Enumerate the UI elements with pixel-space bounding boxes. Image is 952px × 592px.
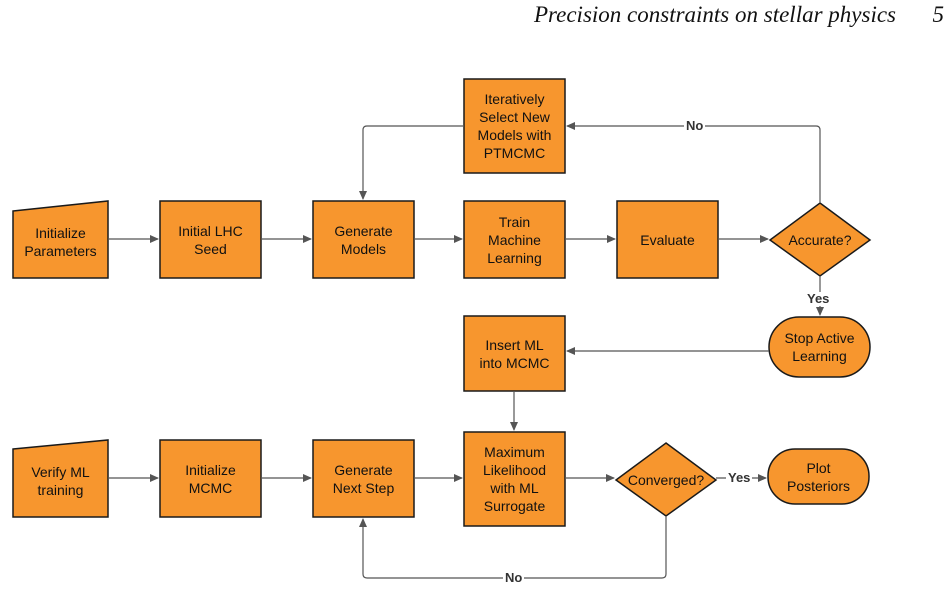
node-plot-post-shape: [767, 448, 870, 505]
edge-label-converged-yes: Yes: [726, 470, 753, 485]
node-gen-next-shape: [312, 439, 415, 518]
page-number: 5: [932, 2, 945, 27]
node-init-params-shape: [12, 200, 109, 279]
node-insert-ml-shape: [463, 315, 566, 392]
node-lhc-seed-shape: [159, 200, 262, 279]
page-running-title: Precision constraints on stellar physics: [533, 2, 896, 27]
node-iter-select-shape: [463, 78, 566, 174]
node-max-like-shape: [463, 431, 566, 527]
node-stop-al-shape: [768, 316, 871, 378]
node-train-ml-shape: [463, 200, 566, 279]
edge-accurate-no: [566, 122, 821, 203]
node-verify-ml-shape: [12, 439, 109, 518]
edge-label-converged-no: No: [503, 570, 525, 585]
edge-iter-to-gen: [359, 125, 464, 200]
node-accurate-shape: [768, 202, 872, 277]
node-init-mcmc-shape: [159, 439, 262, 518]
edge-label-accurate-yes: Yes: [805, 291, 832, 306]
node-converged-shape: [614, 442, 718, 517]
node-gen-models-shape: [312, 200, 415, 279]
node-evaluate-shape: [616, 200, 719, 279]
edge-label-accurate-no: No: [684, 118, 706, 133]
